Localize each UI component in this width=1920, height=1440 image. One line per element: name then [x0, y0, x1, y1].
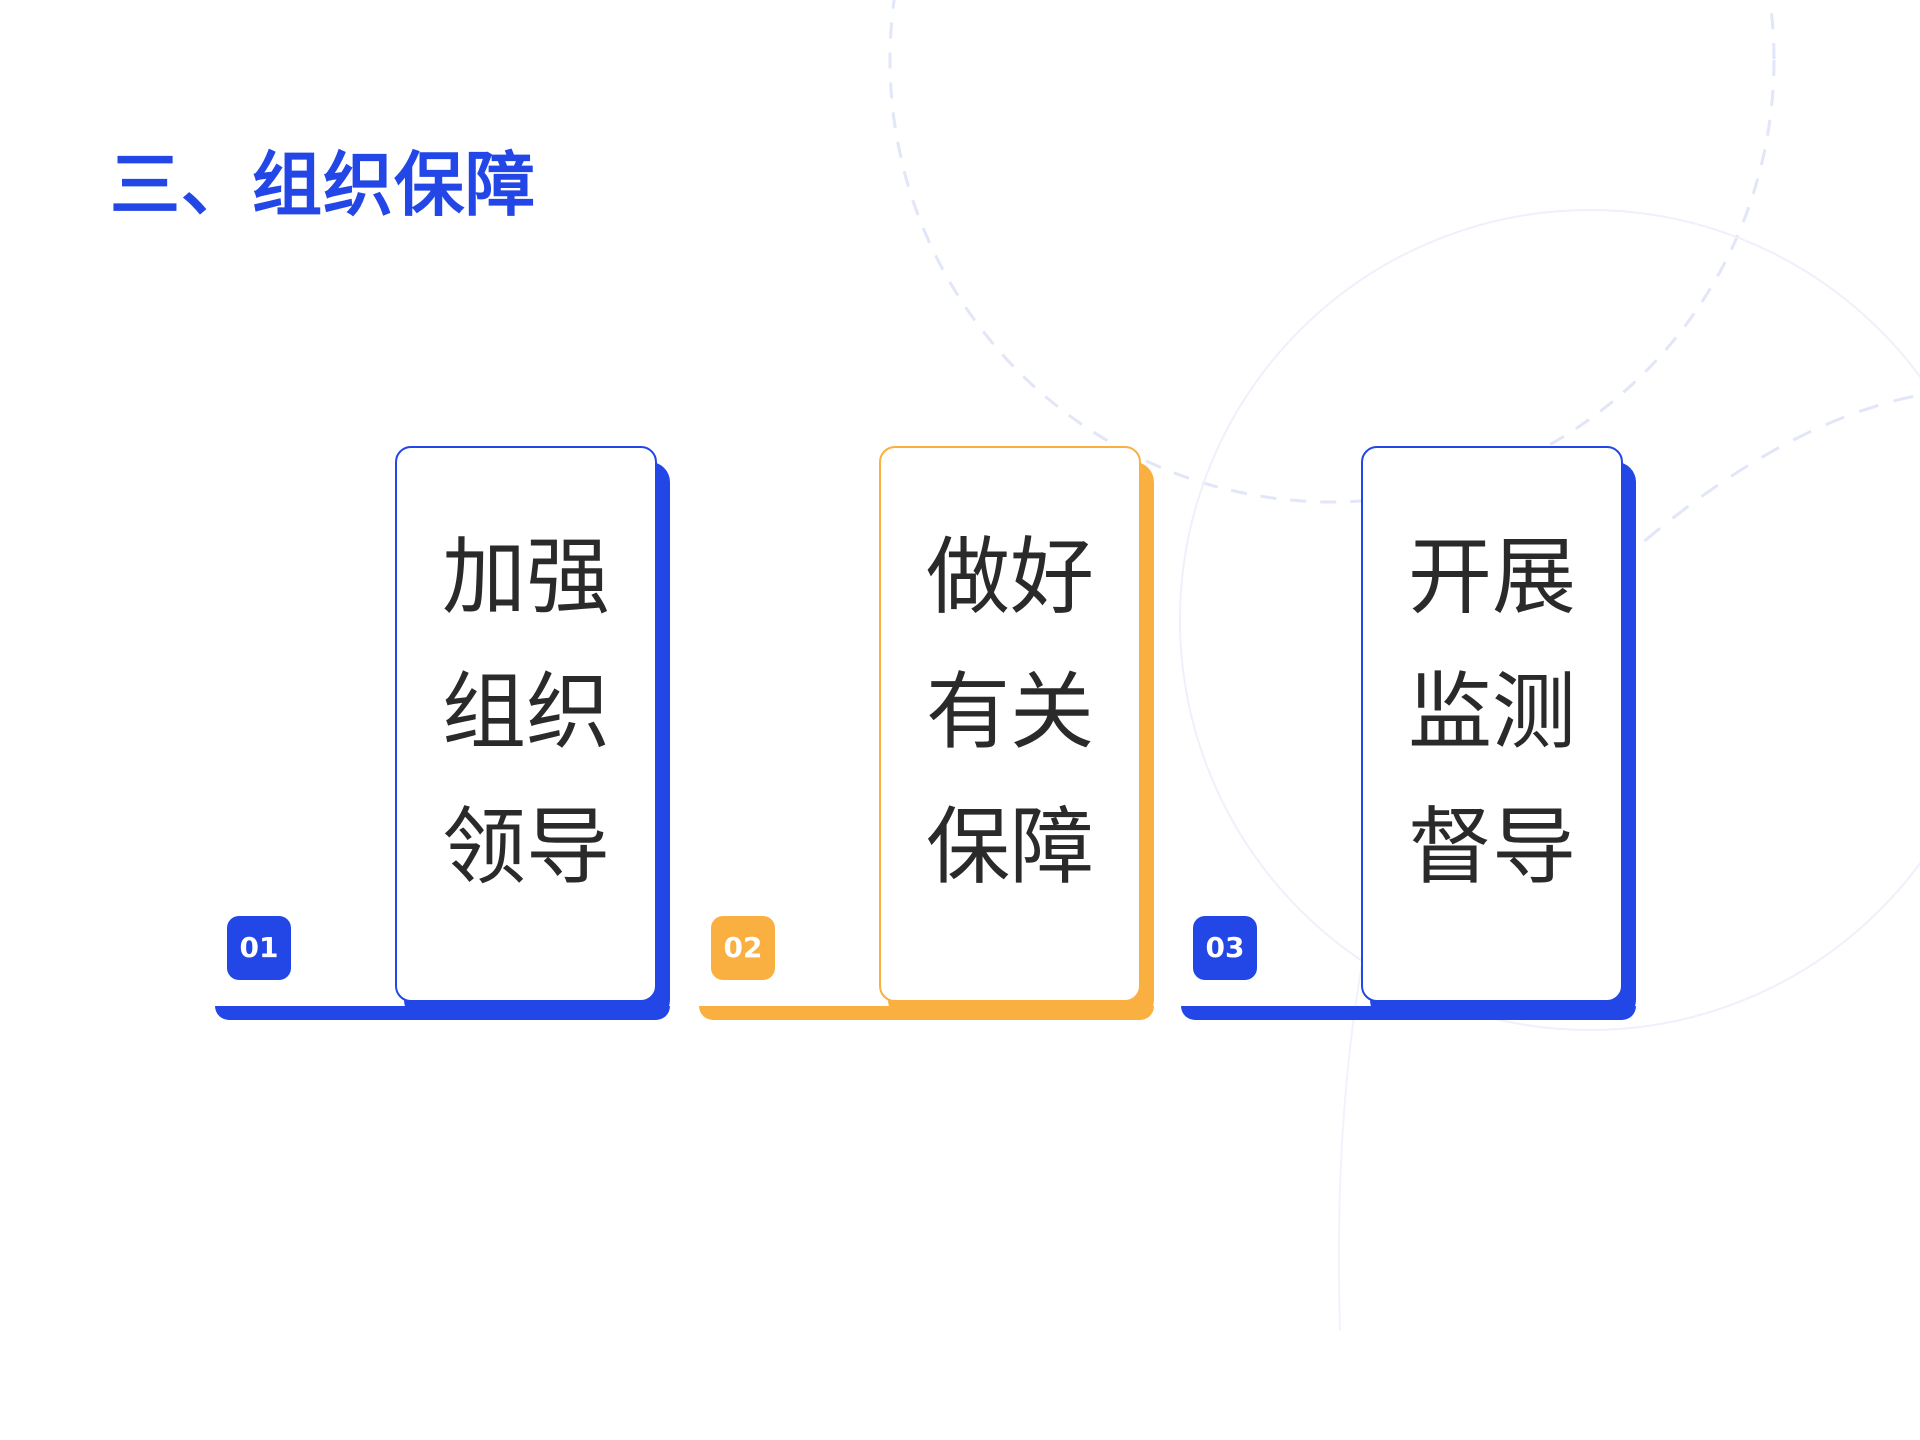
- card-text-line: 加强: [441, 528, 610, 626]
- page-title: 三、组织保障: [110, 144, 536, 226]
- decor-dashed-circle: [888, 0, 1776, 504]
- card-text-line: 领导: [441, 798, 610, 896]
- item-2: 做好 有关 保障 02: [699, 446, 1154, 1020]
- card-text: 加强 组织 领导: [397, 510, 655, 915]
- item-card: 开展 监测 督导: [1361, 446, 1623, 1002]
- card-text-line: 有关: [925, 663, 1094, 761]
- card-text-line: 做好: [925, 528, 1094, 626]
- card-text-line: 督导: [1407, 798, 1576, 896]
- card-text: 开展 监测 督导: [1363, 510, 1621, 915]
- card-text-line: 开展: [1407, 528, 1576, 626]
- card-text: 做好 有关 保障: [881, 510, 1139, 915]
- card-text-line: 监测: [1407, 663, 1576, 761]
- item-1: 加强 组织 领导 01: [215, 446, 670, 1020]
- item-card: 做好 有关 保障: [879, 446, 1141, 1002]
- item-card: 加强 组织 领导: [395, 446, 657, 1002]
- card-text-line: 保障: [925, 798, 1094, 896]
- item-3: 开展 监测 督导 03: [1181, 446, 1636, 1020]
- number-badge: 01: [227, 916, 291, 980]
- number-badge: 03: [1193, 916, 1257, 980]
- card-text-line: 组织: [441, 663, 610, 761]
- number-badge: 02: [711, 916, 775, 980]
